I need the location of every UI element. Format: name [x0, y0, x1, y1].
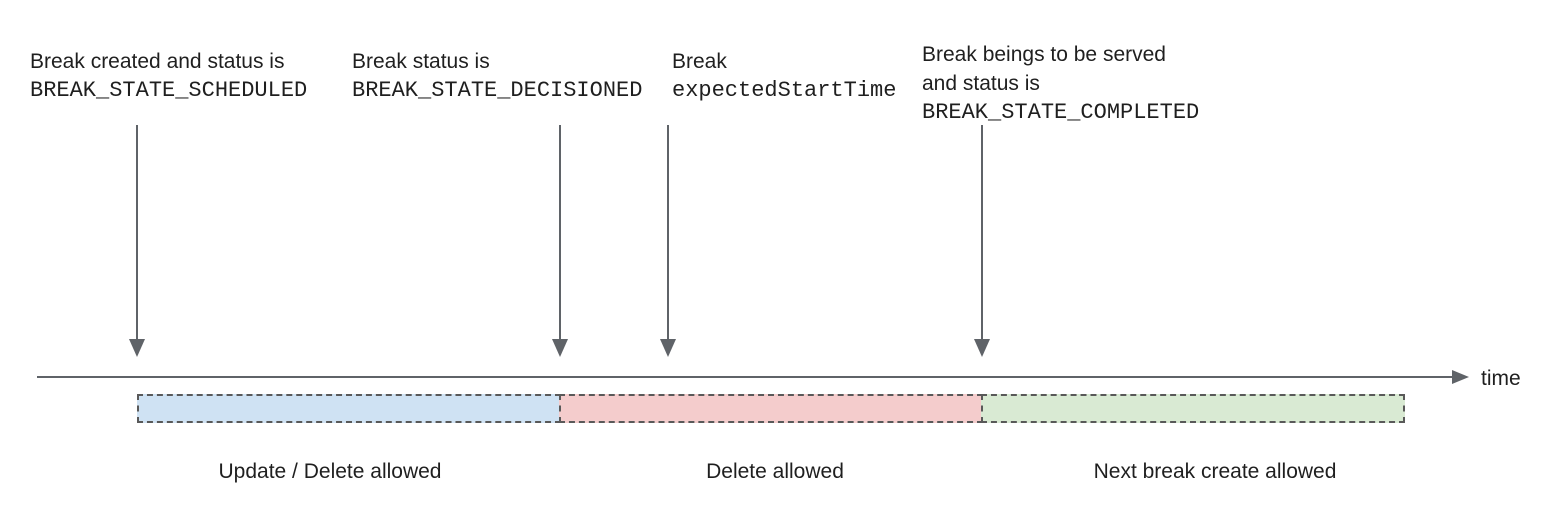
annotation-break-decisioned: Break status is BREAK_STATE_DECISIONED	[352, 47, 642, 105]
arrow-down-icon-break-completed	[974, 125, 990, 357]
segment-update-delete-allowed	[137, 394, 561, 423]
annotation-text: and status is	[922, 72, 1040, 95]
arrow-head	[129, 339, 145, 357]
arrow-down-icon-break-decisioned	[552, 125, 568, 357]
annotation-break-created: Break created and status is BREAK_STATE_…	[30, 47, 307, 105]
segment-label-update-delete-allowed: Update / Delete allowed	[218, 460, 442, 483]
arrow-head	[660, 339, 676, 357]
arrow-head	[552, 339, 568, 357]
segment-delete-allowed	[559, 394, 983, 423]
arrow-right-icon	[1452, 370, 1469, 384]
annotation-text: Break created and status is	[30, 50, 285, 73]
annotation-text: Break beings to be served	[922, 43, 1166, 66]
time-axis-label: time	[1481, 367, 1521, 390]
annotation-text: Break	[672, 50, 727, 73]
annotation-code-break-state-scheduled: BREAK_STATE_SCHEDULED	[30, 78, 308, 103]
arrow-down-icon-break-created	[129, 125, 145, 357]
arrow-shaft	[559, 125, 561, 339]
segment-label-delete-allowed: Delete allowed	[706, 460, 844, 483]
annotation-expected-start-time: Break expectedStartTime	[672, 47, 896, 105]
annotation-code-break-state-completed: BREAK_STATE_COMPLETED	[922, 100, 1200, 125]
segment-next-break-create-allowed	[981, 394, 1405, 423]
segment-label-next-break-create-allowed: Next break create allowed	[1093, 460, 1337, 483]
arrow-down-icon-expected-start-time	[660, 125, 676, 357]
annotation-break-completed: Break beings to be served and status is …	[922, 40, 1199, 127]
timeline-axis-line	[37, 376, 1452, 378]
annotation-code-expected-start-time: expectedStartTime	[672, 78, 897, 103]
arrow-shaft	[136, 125, 138, 339]
annotation-code-break-state-decisioned: BREAK_STATE_DECISIONED	[352, 78, 643, 103]
arrow-head	[974, 339, 990, 357]
arrow-shaft	[667, 125, 669, 339]
annotation-text: Break status is	[352, 50, 490, 73]
arrow-shaft	[981, 125, 983, 339]
break-lifecycle-bar	[137, 394, 1405, 423]
